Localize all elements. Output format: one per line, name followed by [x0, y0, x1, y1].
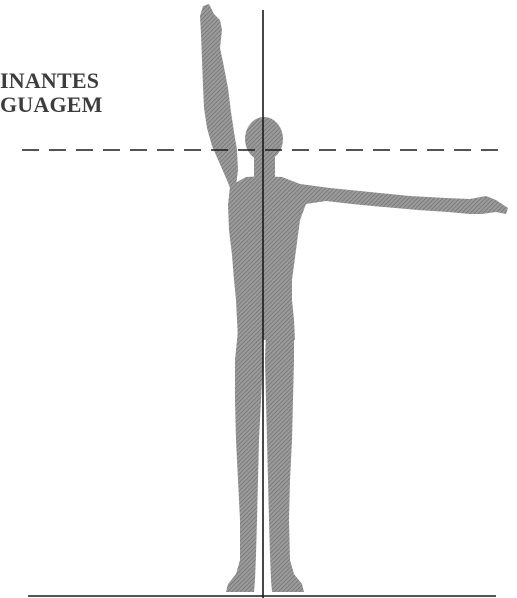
- right-leg: [265, 330, 304, 592]
- caption-line-2: GUAGEM: [0, 93, 103, 117]
- neck: [254, 156, 275, 178]
- caption-line-1: INANTES: [0, 69, 99, 93]
- human-silhouette: [200, 4, 508, 592]
- left-leg: [226, 330, 264, 592]
- torso-and-extended-arm: [228, 176, 508, 340]
- raised-arm: [200, 4, 238, 190]
- head: [245, 117, 283, 161]
